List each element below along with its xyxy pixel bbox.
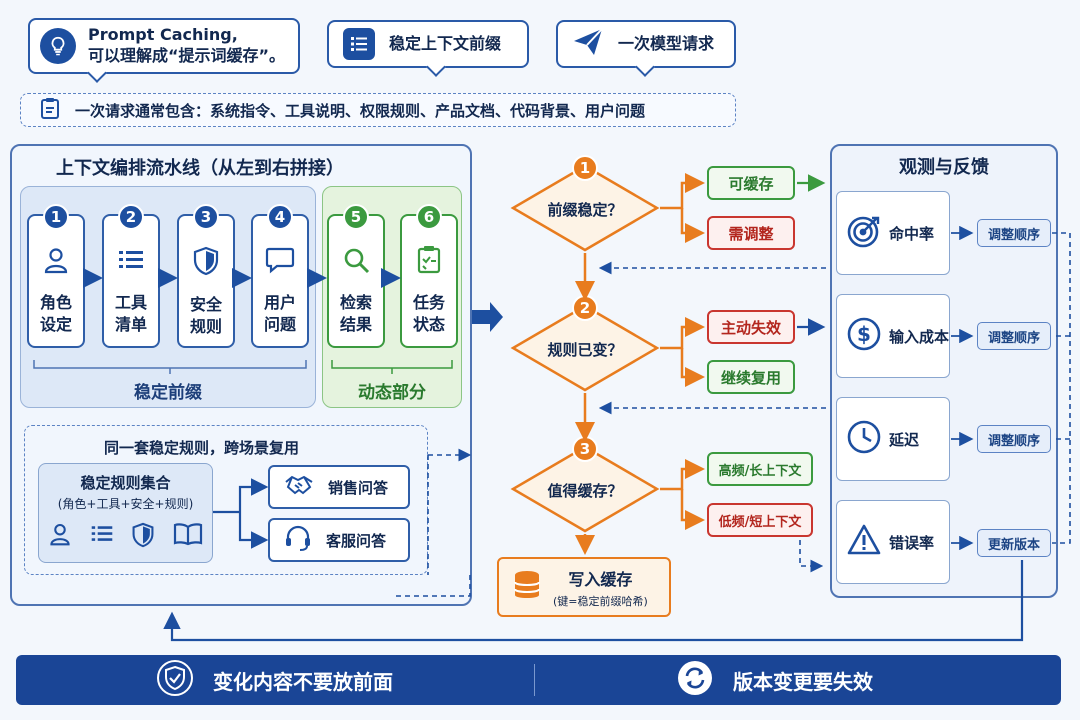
outcome-cacheable: 可缓存 <box>707 166 795 200</box>
refresh-icon <box>677 660 713 700</box>
stable-prefix-label: 稳定上下文前缀 <box>389 33 502 53</box>
metric-hit-rate: 命中率 <box>836 191 950 275</box>
decision-question: 规则已变？ <box>547 341 623 359</box>
stable-prefix-label: 稳定前缀 <box>134 383 202 403</box>
metric-label: 命中率 <box>889 224 935 243</box>
caching-title: Prompt Caching, <box>88 25 238 45</box>
outcome-low-freq: 低频/短上下文 <box>707 503 813 537</box>
svg-text:$: $ <box>857 322 871 346</box>
scene-service: 客服问答 <box>268 518 410 562</box>
pipeline-card-security: 3 安全 规则 <box>177 204 235 348</box>
observe-title: 观测与反馈 <box>899 157 989 178</box>
handshake-icon <box>284 473 314 501</box>
request-note: 一次请求通常包含：系统指令、工具说明、权限规则、产品文档、代码背景、用户问题 <box>20 93 736 127</box>
prompt-caching-bubble: Prompt Caching, 可以理解成“提示词缓存”。 <box>28 18 300 83</box>
user-icon <box>48 522 72 552</box>
caching-desc: 可以理解成“提示词缓存”。 <box>88 46 286 65</box>
scene-label: 销售问答 <box>328 478 389 497</box>
metric-latency: 延迟 <box>836 397 950 481</box>
single-request-label: 一次模型请求 <box>618 33 715 53</box>
step-badge: 3 <box>193 204 219 230</box>
footer-divider <box>534 664 535 696</box>
shield-icon <box>192 246 220 280</box>
update-version: 更新版本 <box>977 529 1051 557</box>
card-label: 工具 清单 <box>114 293 147 334</box>
step-badge: 2 <box>118 204 144 230</box>
metric-error-rate: 错误率 <box>836 500 950 584</box>
footer-bar: 变化内容不要放前面 版本变更要失效 <box>16 655 1061 705</box>
reuse-title: 同一套稳定规则，跨场景复用 <box>104 439 300 457</box>
dollar-icon: $ <box>847 317 881 355</box>
target-icon <box>847 214 881 252</box>
pipeline-card-tools: 2 工具 清单 <box>102 204 160 348</box>
decision-badge: 1 <box>572 155 598 181</box>
clock-icon <box>847 420 881 458</box>
shield-icon <box>131 522 155 552</box>
rule-set-subtitle: (角色+工具+安全+规则) <box>57 497 194 511</box>
rule-set-title: 稳定规则集合 <box>80 474 171 492</box>
metric-label: 错误率 <box>889 533 935 552</box>
footer-left-text: 变化内容不要放前面 <box>213 669 393 694</box>
decision-question: 值得缓存？ <box>547 482 623 500</box>
clipboard-icon <box>39 96 61 124</box>
card-label: 任务 状态 <box>412 293 445 334</box>
lightbulb-icon <box>40 28 76 64</box>
metric-label: 延迟 <box>889 430 920 449</box>
adjust-order-2: 调整顺序 <box>977 322 1051 350</box>
decision-badge: 2 <box>572 295 598 321</box>
stable-rule-set: 稳定规则集合 (角色+工具+安全+规则) <box>38 463 213 563</box>
footer-right-text: 版本变更要失效 <box>733 669 873 694</box>
outcome-keep-reuse: 继续复用 <box>707 360 795 394</box>
headset-icon <box>284 524 312 556</box>
request-note-text: 一次请求通常包含：系统指令、工具说明、权限规则、产品文档、代码背景、用户问题 <box>75 101 646 120</box>
decision-worth-caching: 3 值得缓存？ <box>510 436 660 534</box>
pipeline-card-role: 1 角色 设定 <box>27 204 85 348</box>
scene-sales: 销售问答 <box>268 465 410 509</box>
user-icon <box>42 246 70 278</box>
outcome-needs-adjust: 需调整 <box>707 216 795 250</box>
search-icon <box>342 246 370 278</box>
decision-prefix-stable: 1 前缀稳定？ <box>510 155 660 253</box>
metric-input-cost: $ 输入成本 <box>836 294 950 378</box>
outcome-high-freq: 高频/长上下文 <box>707 452 813 486</box>
decision-badge: 3 <box>572 436 598 462</box>
step-badge: 6 <box>416 204 442 230</box>
card-label: 安全 规则 <box>189 295 222 336</box>
decision-rules-changed: 2 规则已变？ <box>510 295 660 393</box>
step-badge: 5 <box>343 204 369 230</box>
adjust-order-3: 调整顺序 <box>977 425 1051 453</box>
pipeline-card-task-state: 6 任务 状态 <box>400 204 458 348</box>
write-cache-box: 写入缓存 (键=稳定前缀哈希) <box>497 557 671 617</box>
step-badge: 1 <box>43 204 69 230</box>
pipeline-title: 上下文编排流水线（从左到右拼接） <box>56 158 344 179</box>
write-cache-title: 写入缓存 <box>568 569 633 589</box>
list-icon <box>90 522 114 552</box>
shield-check-icon <box>157 660 193 700</box>
write-cache-subtitle: (键=稳定前缀哈希) <box>553 594 648 608</box>
stable-prefix-bubble: 稳定上下文前缀 <box>327 20 529 77</box>
paper-plane-icon <box>572 27 604 61</box>
list-icon <box>117 246 145 278</box>
card-label: 检索 结果 <box>339 293 372 334</box>
adjust-order-1: 调整顺序 <box>977 219 1051 247</box>
single-request-bubble: 一次模型请求 <box>556 20 736 77</box>
step-badge: 4 <box>267 204 293 230</box>
pipeline-card-retrieval: 5 检索 结果 <box>327 204 385 348</box>
dynamic-label: 动态部分 <box>358 383 426 403</box>
pipeline-card-question: 4 用户 问题 <box>251 204 309 348</box>
scene-label: 客服问答 <box>326 531 387 550</box>
outcome-invalidate: 主动失效 <box>707 310 795 344</box>
chat-icon <box>265 246 295 278</box>
card-label: 角色 设定 <box>39 293 72 334</box>
list-icon <box>343 28 375 60</box>
card-label: 用户 问题 <box>263 293 296 334</box>
warning-icon <box>847 524 881 560</box>
decision-question: 前缀稳定？ <box>547 201 623 219</box>
book-icon <box>173 522 203 552</box>
database-icon <box>513 569 541 605</box>
clipboard-check-icon <box>416 244 442 278</box>
metric-label: 输入成本 <box>889 327 950 346</box>
